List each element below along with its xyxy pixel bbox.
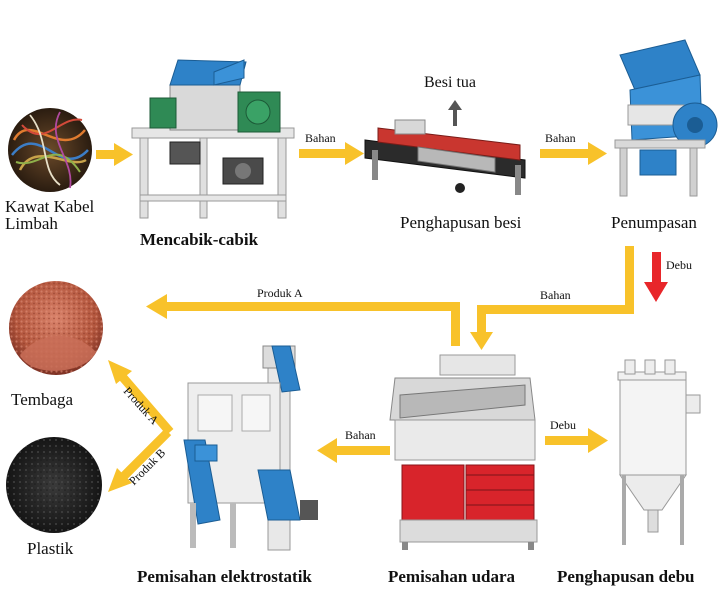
magnetic-separator-icon xyxy=(364,119,526,195)
label-dust-removal: Penghapusan debu xyxy=(557,567,695,586)
flow-label-bahan: Bahan xyxy=(545,131,576,145)
flow-label-debu: Debu xyxy=(666,258,692,272)
flow-arrows xyxy=(96,142,634,492)
arrow-scrap-iron xyxy=(448,100,462,126)
arrow-air-to-copper xyxy=(146,294,460,346)
label-air-separation: Pemisahan udara xyxy=(388,567,516,586)
air-separator-icon xyxy=(389,354,538,550)
label-scrap-iron: Besi tua xyxy=(424,74,476,91)
flow-label-bahan: Bahan xyxy=(540,288,571,302)
label-plastic: Plastik xyxy=(27,539,74,558)
label-crushing: Penumpasan xyxy=(611,213,697,232)
arrow-iron-to-crusher xyxy=(540,142,607,165)
label-electrostatic: Pemisahan elektrostatik xyxy=(137,567,312,586)
arrow-cable-to-shredder xyxy=(96,143,133,166)
label-iron-removal: Penghapusan besi xyxy=(400,213,522,232)
arrow-dust-red xyxy=(644,252,668,302)
flow-label-bahan: Bahan xyxy=(305,131,336,145)
electrostatic-separator-icon xyxy=(183,345,318,551)
plastic-granules-icon xyxy=(6,437,102,533)
arrow-shredder-to-iron xyxy=(299,142,364,165)
flow-label-bahan: Bahan xyxy=(345,428,376,442)
arrow-air-to-dust xyxy=(545,428,608,453)
label-waste-cable: Kawat Kabel Limbah xyxy=(5,197,95,233)
arrow-electro-to-plastic xyxy=(108,428,172,492)
flow-label-produk-a: Produk A xyxy=(257,286,303,300)
arrow-electro-to-copper xyxy=(108,360,174,435)
copper-granules-icon xyxy=(9,281,103,375)
cable-bundle-icon xyxy=(8,108,92,192)
label-shredding: Mencabik-cabik xyxy=(140,230,259,249)
crusher-machine-icon xyxy=(614,39,718,197)
arrow-air-to-electro xyxy=(317,438,390,463)
shredder-machine-icon xyxy=(131,59,295,219)
arrow-crusher-to-air xyxy=(470,246,634,350)
flow-label-debu: Debu xyxy=(550,418,576,432)
label-copper: Tembaga xyxy=(11,390,74,409)
dust-collector-icon xyxy=(617,359,701,545)
